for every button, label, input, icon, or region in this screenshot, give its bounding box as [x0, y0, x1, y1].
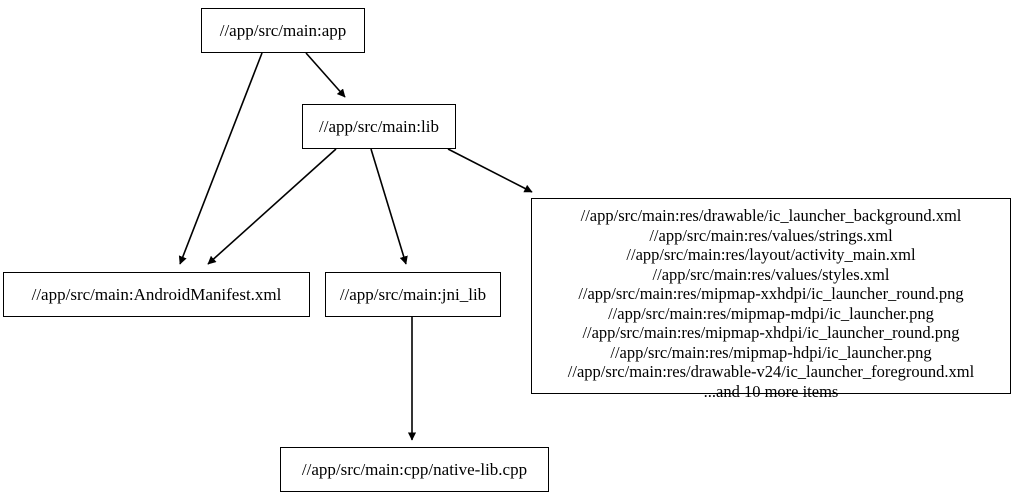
- node-lib-label: //app/src/main:lib: [319, 117, 439, 136]
- node-native-lib-cpp-target[interactable]: //app/src/main:cpp/native-lib.cpp: [280, 447, 549, 492]
- edge-app-to-lib: [305, 52, 346, 98]
- edge-lib-to-jni-lib: [370, 148, 408, 265]
- node-res-aggregate-label: //app/src/main:res/drawable/ic_launcher_…: [567, 206, 975, 401]
- node-androidmanifest-label: //app/src/main:AndroidManifest.xml: [31, 285, 282, 304]
- node-res-aggregate[interactable]: //app/src/main:res/drawable/ic_launcher_…: [531, 198, 1011, 401]
- node-lib-target[interactable]: //app/src/main:lib: [302, 104, 456, 149]
- node-jni-lib-target[interactable]: //app/src/main:jni_lib: [325, 272, 501, 317]
- edge-lib-to-androidmanifest: [207, 148, 337, 265]
- node-app-label: //app/src/main:app: [219, 21, 347, 40]
- node-app-target[interactable]: //app/src/main:app: [201, 8, 365, 53]
- edge-app-to-androidmanifest: [178, 52, 263, 265]
- node-native-lib-cpp-label: //app/src/main:cpp/native-lib.cpp: [301, 460, 528, 479]
- node-androidmanifest-target[interactable]: //app/src/main:AndroidManifest.xml: [3, 272, 310, 317]
- edge-lib-to-res: [447, 148, 533, 193]
- node-jni-lib-label: //app/src/main:jni_lib: [339, 285, 487, 304]
